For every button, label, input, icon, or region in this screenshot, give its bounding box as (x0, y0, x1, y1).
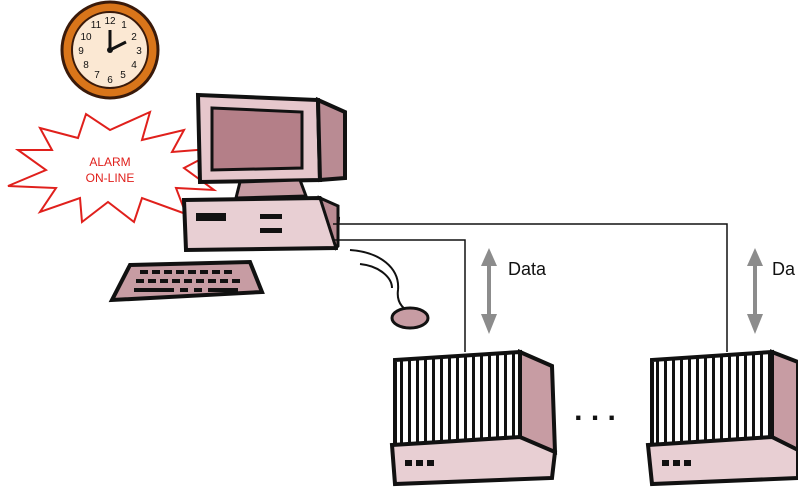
svg-text:4: 4 (131, 60, 137, 71)
svg-text:10: 10 (80, 32, 92, 43)
svg-text:5: 5 (120, 70, 126, 81)
mouse-icon (350, 250, 428, 328)
keyboard-icon (112, 262, 262, 300)
svg-text:11: 11 (91, 20, 102, 31)
computer-icon (184, 95, 345, 250)
alarm-label-line2: ON-LINE (86, 171, 135, 185)
ellipsis: . . . (574, 394, 616, 427)
server-icon (648, 352, 798, 484)
server-icon (392, 352, 555, 484)
svg-text:12: 12 (104, 16, 116, 27)
alarm-label-line1: ALARM (89, 155, 130, 169)
svg-text:9: 9 (78, 46, 84, 57)
data-label-1: Data (508, 259, 547, 279)
svg-text:6: 6 (107, 75, 113, 86)
svg-text:3: 3 (136, 46, 142, 57)
svg-text:2: 2 (131, 32, 137, 43)
data-label-2: Da (772, 259, 796, 279)
svg-text:1: 1 (121, 20, 127, 31)
svg-text:8: 8 (83, 60, 89, 71)
svg-text:7: 7 (94, 70, 100, 81)
clock-icon: 12 1 2 3 4 5 6 7 8 9 10 11 (62, 2, 158, 98)
data-arrow-1 (481, 248, 497, 334)
data-arrow-2 (747, 248, 763, 334)
